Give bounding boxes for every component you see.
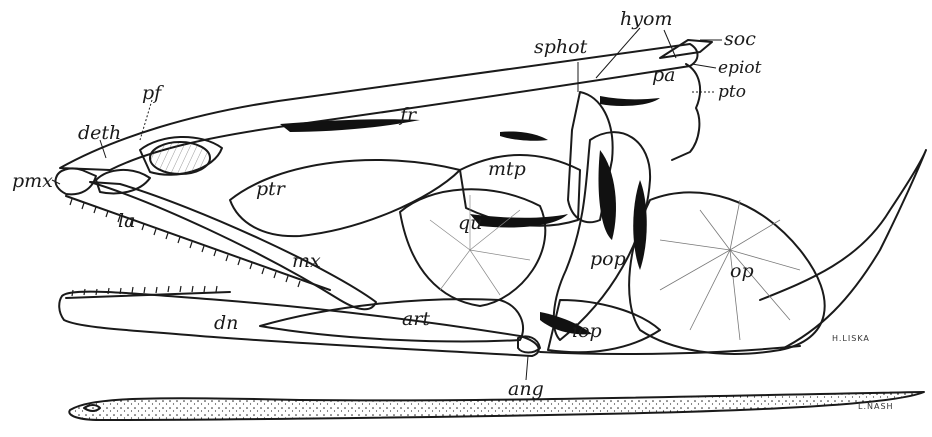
label-pa: pa bbox=[652, 66, 676, 85]
label-pf: pf bbox=[142, 84, 161, 103]
label-mtp: mtp bbox=[488, 160, 526, 179]
label-la: la bbox=[118, 212, 135, 231]
label-qu: qu bbox=[458, 214, 482, 233]
label-mx: mx bbox=[292, 252, 321, 271]
label-soc: soc bbox=[724, 30, 756, 49]
supraoccipital bbox=[660, 40, 712, 58]
posterior-process bbox=[760, 150, 926, 350]
artist-signature-fish: L.NASH bbox=[858, 402, 894, 411]
artist-signature-skull: H.LISKA bbox=[832, 334, 870, 343]
upper-tooth-row bbox=[66, 196, 330, 290]
label-ang: ang bbox=[508, 380, 544, 399]
upper-teeth bbox=[70, 199, 300, 287]
label-ptr: ptr bbox=[256, 180, 285, 199]
label-pop: pop bbox=[590, 250, 626, 269]
label-sphot: sphot bbox=[534, 38, 587, 57]
larval-fish-body bbox=[69, 392, 924, 420]
label-iop: iop bbox=[572, 322, 602, 341]
label-pmx: pmx bbox=[12, 172, 53, 191]
label-art: art bbox=[402, 310, 430, 329]
label-op: op bbox=[730, 262, 754, 281]
dentary bbox=[59, 292, 539, 356]
label-pto: pto bbox=[718, 84, 746, 101]
lower-tooth-row bbox=[66, 292, 230, 298]
epiotic bbox=[672, 64, 700, 160]
label-deth: deth bbox=[78, 124, 121, 143]
label-fr: fr bbox=[400, 106, 416, 125]
label-dn: dn bbox=[214, 314, 238, 333]
label-hyom: hyom bbox=[620, 10, 672, 29]
quadrate-texture bbox=[430, 195, 530, 295]
label-epiot: epiot bbox=[718, 60, 761, 77]
